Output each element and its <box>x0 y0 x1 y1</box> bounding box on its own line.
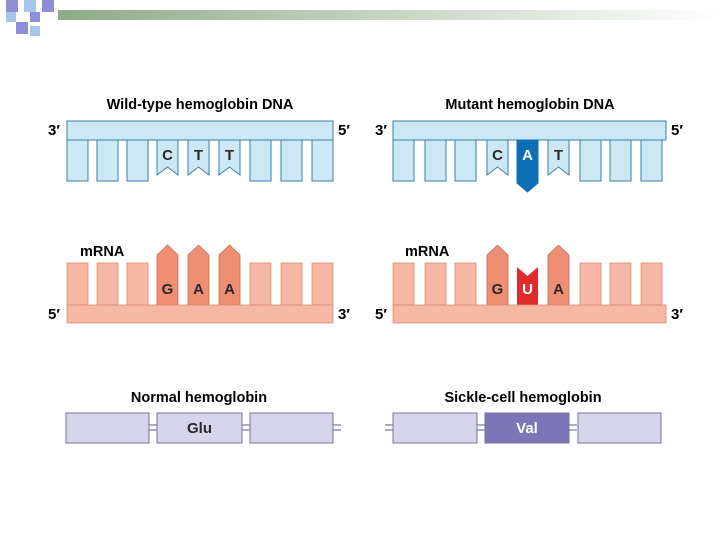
mrna-base-letter: A <box>193 281 204 298</box>
mrna-base-stub <box>280 262 303 306</box>
dna-base-letter: A <box>522 147 533 164</box>
mrna-base-letter: U <box>522 281 533 298</box>
dna-base-stub <box>609 139 632 182</box>
mrna-base-stub <box>454 262 477 306</box>
mutant-mrna-left-end: 5′ <box>375 306 387 323</box>
dna-base-stub <box>311 139 334 182</box>
mutant-dna-title: Mutant hemoglobin DNA <box>445 97 615 113</box>
mrna-codon-base <box>218 244 241 306</box>
wild-type-mrna-left-end: 5′ <box>48 306 60 323</box>
dna-base-stub <box>392 139 415 182</box>
mrna-codon-base <box>547 244 570 306</box>
header-bar <box>58 10 720 20</box>
amino-acid-label: Val <box>516 420 538 437</box>
mrna-base-letter: G <box>162 281 174 298</box>
dna-backbone <box>392 120 667 141</box>
dna-base-letter: C <box>162 147 173 164</box>
dna-base-letter: T <box>194 147 203 164</box>
wild-type-dna-right-end: 5′ <box>338 122 350 139</box>
dna-backbone <box>66 120 334 141</box>
dna-codon-base <box>156 139 179 177</box>
dna-codon-base <box>187 139 210 177</box>
amino-acid-label: Glu <box>187 420 212 437</box>
sickle-cell-hemoglobin-chain: Val <box>385 412 662 444</box>
dna-base-stub <box>579 139 602 182</box>
wild-type-dna-left-end: 3′ <box>48 122 60 139</box>
wild-type-mrna-label: mRNA <box>80 244 125 260</box>
mrna-codon-base <box>486 244 509 306</box>
mrna-base-letter: A <box>553 281 564 298</box>
dna-codon-base <box>547 139 570 177</box>
mrna-base-letter: G <box>492 281 504 298</box>
mrna-base-stub <box>249 262 272 306</box>
amino-acid-box <box>484 412 570 444</box>
mrna-base-letter: A <box>224 281 235 298</box>
amino-acid-box <box>156 412 243 444</box>
mrna-backbone <box>66 304 334 324</box>
header-square <box>42 0 54 12</box>
protein-segment <box>65 412 150 444</box>
mrna-base-stub <box>640 262 663 306</box>
mrna-base-stub <box>126 262 149 306</box>
dna-base-letter: T <box>554 147 563 164</box>
slide-header-decoration <box>6 0 720 36</box>
dna-base-stub <box>126 139 149 182</box>
mrna-base-stub <box>96 262 119 306</box>
mrna-backbone <box>392 304 667 324</box>
mrna-codon-base <box>187 244 210 306</box>
wild-type-dna-title: Wild-type hemoglobin DNA <box>107 97 294 113</box>
header-square <box>30 26 40 36</box>
dna-codon-base <box>218 139 241 177</box>
mrna-base-stub <box>311 262 334 306</box>
dna-base-stub <box>96 139 119 182</box>
mutant-dna-left-end: 3′ <box>375 122 387 139</box>
normal-hemoglobin-chain: Glu <box>65 412 341 444</box>
header-square <box>6 0 18 12</box>
protein-segment <box>392 412 478 444</box>
mutant-mrna-label: mRNA <box>405 244 450 260</box>
dna-codon-base <box>486 139 509 177</box>
header-square <box>6 12 16 22</box>
header-square <box>24 0 36 12</box>
dna-base-stub <box>424 139 447 182</box>
protein-segment <box>577 412 662 444</box>
dna-base-letter: C <box>492 147 503 164</box>
dna-base-stub <box>249 139 272 182</box>
sickle-cell-hemoglobin-title: Sickle-cell hemoglobin <box>444 390 601 406</box>
protein-segment <box>249 412 334 444</box>
header-square <box>16 22 28 34</box>
mrna-base-stub <box>579 262 602 306</box>
mrna-base-stub <box>424 262 447 306</box>
mutant-mrna-right-end: 3′ <box>671 306 683 323</box>
mrna-mutant-base <box>517 267 538 305</box>
dna-base-stub <box>280 139 303 182</box>
mrna-base-stub <box>392 262 415 306</box>
mrna-base-stub <box>66 262 89 306</box>
dna-mutant-base <box>516 139 539 193</box>
normal-hemoglobin-title: Normal hemoglobin <box>131 390 267 406</box>
mutant-dna-right-end: 5′ <box>671 122 683 139</box>
dna-base-stub <box>454 139 477 182</box>
dna-base-stub <box>640 139 663 182</box>
dna-base-letter: T <box>225 147 234 164</box>
mrna-codon-base <box>156 244 179 306</box>
wild-type-mrna-right-end: 3′ <box>338 306 350 323</box>
header-square <box>30 12 40 22</box>
mrna-base-stub <box>609 262 632 306</box>
dna-base-stub <box>66 139 89 182</box>
mutant-panel: Mutant hemoglobin DNA 3′ 5′ C A T mRNA G U A… <box>375 97 683 444</box>
